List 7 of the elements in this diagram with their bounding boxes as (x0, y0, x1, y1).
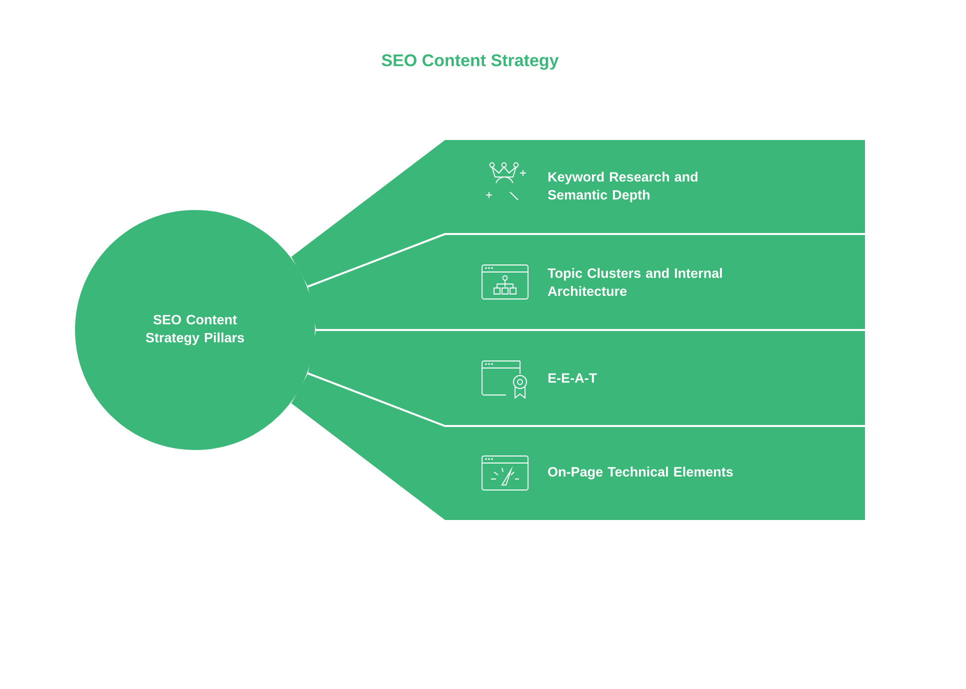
node-label: E-E-A-T (548, 373, 597, 383)
pillar-band: E-E-A-T (308, 329, 865, 426)
node-label: On-Page Technical Elements (548, 466, 733, 480)
pillar-band: Topic Clusters and Internal Architecture (308, 233, 865, 330)
node-label: Keyword Research and Semantic Depth (548, 172, 698, 202)
title: SEO Content Strategy (382, 54, 559, 70)
node-label: SEO Content Strategy Pillars (146, 314, 244, 346)
